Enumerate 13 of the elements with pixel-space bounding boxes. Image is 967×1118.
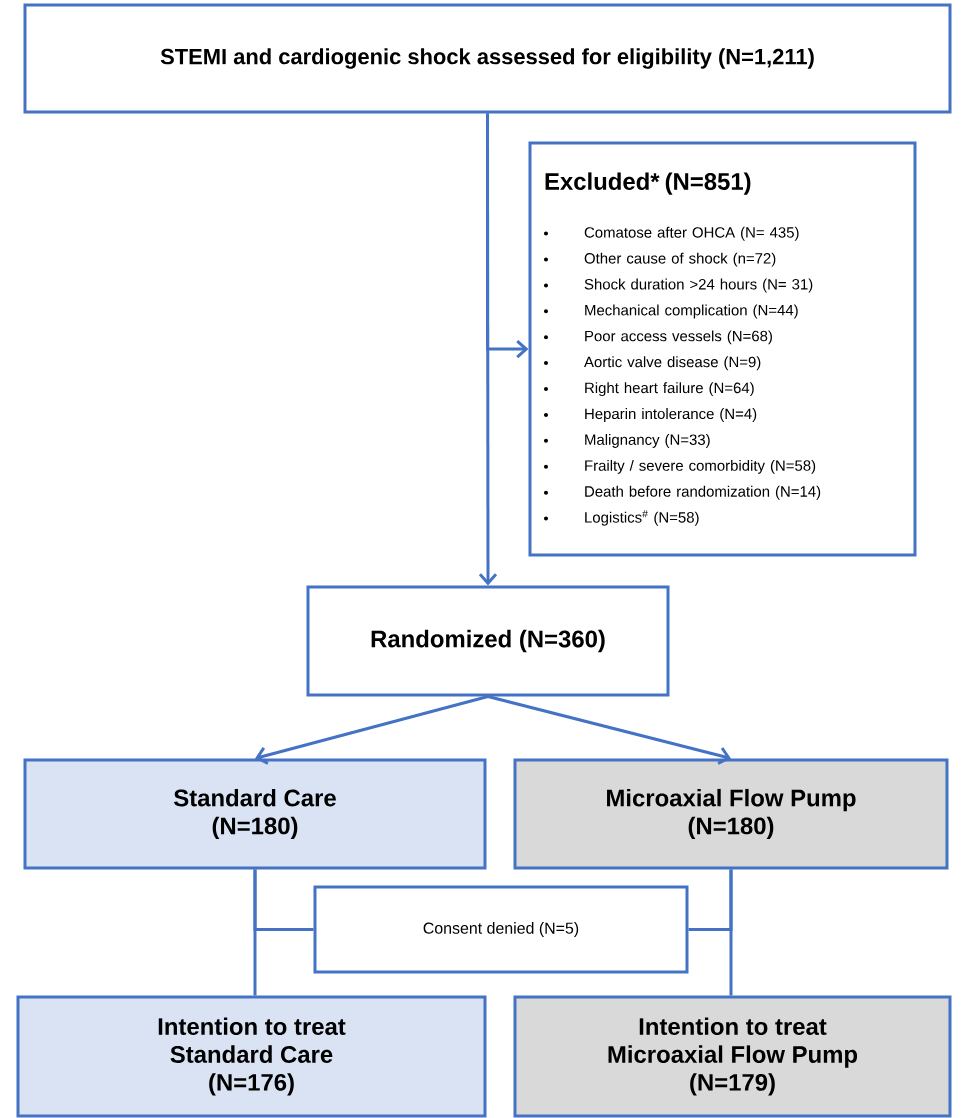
process-box: Microaxial Flow Pump (N=180) xyxy=(513,758,949,870)
arrow xyxy=(255,695,489,765)
process-box: Randomized (N=360) xyxy=(306,585,670,697)
arrow xyxy=(486,113,529,359)
process-box: STEMI and cardiogenic shock assessed for eligibility (N=1,211) xyxy=(23,3,952,114)
process-box: Consent denied (N=5) xyxy=(313,885,689,974)
connector-line xyxy=(688,869,733,931)
process-box: Standard Care (N=180) xyxy=(23,758,487,870)
process-box: Intention to treat Standard Care (N=176) xyxy=(16,995,487,1118)
process-box: Intention to treat Microaxial Flow Pump (N=179) xyxy=(513,995,952,1118)
exclusion-box: Excluded* (N=851) Comatose after OHCA (N= 435) Other cause of shock (n=72) Shock duration >24 hours (N= 31) Mechanical complication (N=44) Poor access vessels (N=68) Aortic valve disease (N=9) Right heart failure (N=64) Heparin intolerance (N=4) Malignancy (N=33) Frailty / severe comorbidity (N=58) Death before randomization (N=14) Logistics$^{#}$ (N=58) xyxy=(528,141,917,557)
arrow xyxy=(487,695,731,765)
connector-line xyxy=(253,869,314,931)
